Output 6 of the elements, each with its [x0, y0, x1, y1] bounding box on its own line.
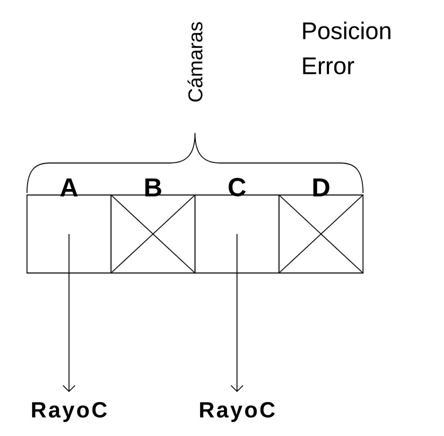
- group-label: Cámaras: [188, 22, 202, 102]
- arrow: [62, 234, 76, 392]
- arrow: [230, 234, 244, 392]
- output-label: RayoC: [32, 402, 107, 422]
- output-label: RayoC: [200, 402, 275, 422]
- text-label: Posicion Error: [303, 22, 390, 74]
